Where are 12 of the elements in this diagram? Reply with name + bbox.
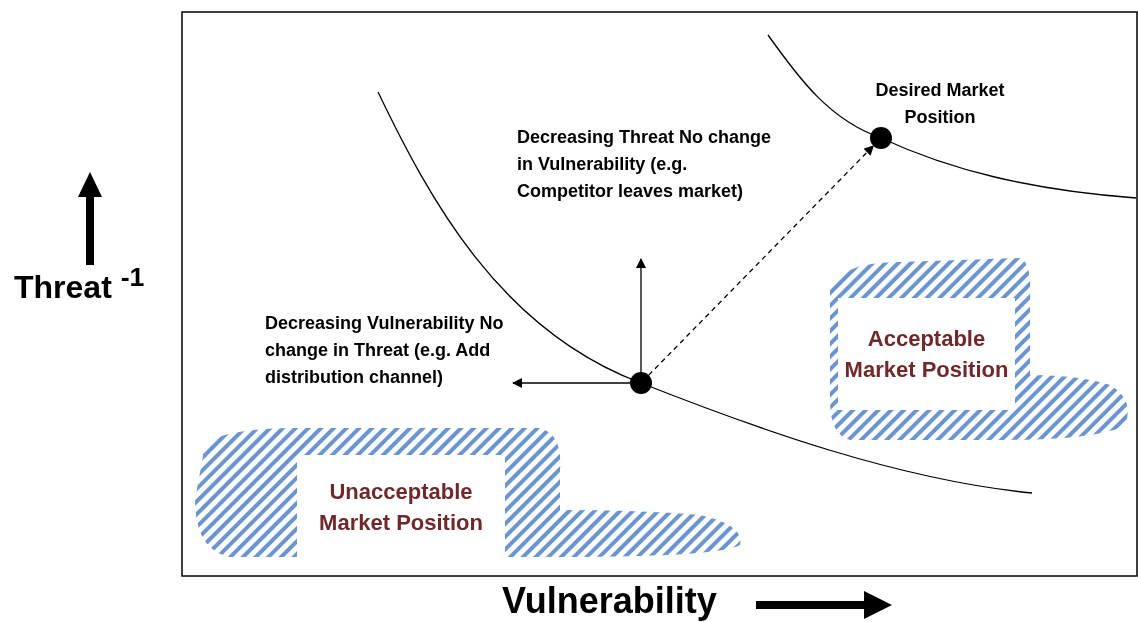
annotation-text: Decreasing Vulnerability No change in Threat (e.g. Add distribution channel) [265, 310, 513, 418]
arrow [512, 378, 631, 388]
region-label: Acceptable Market Position [838, 298, 1015, 410]
arrow [636, 258, 646, 373]
position-dot [870, 127, 892, 149]
axis-label: Threat $^{-1}$ [14, 262, 145, 306]
arrow [648, 145, 874, 376]
position-dot [630, 372, 652, 394]
region-label: Unacceptable Market Position [297, 455, 505, 558]
axis-label: Vulnerability [502, 580, 717, 622]
annotation-text: Decreasing Threat No change in Vulnerability (e.g. Competitor leaves market) [517, 124, 779, 259]
position-label: Desired Market Position [874, 79, 1006, 129]
